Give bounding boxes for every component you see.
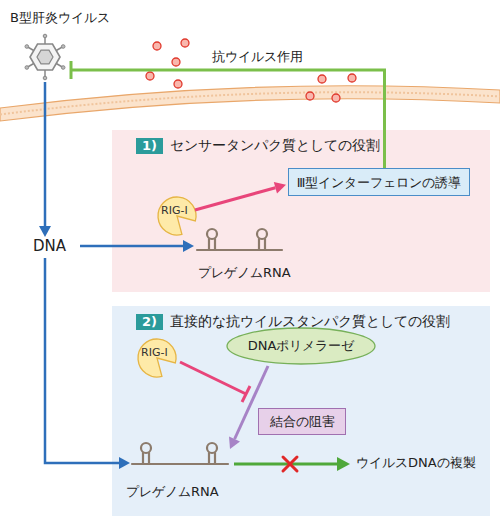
interferon-dot — [146, 72, 154, 80]
binding-arrow — [235, 366, 268, 439]
rna-stem — [143, 453, 149, 464]
inhibition-bar — [242, 386, 250, 402]
rna-loop — [207, 443, 217, 453]
inhibition-line — [180, 362, 246, 394]
virus-label: B型肝炎ウイルス — [10, 10, 110, 26]
rna-stem — [209, 453, 215, 464]
rig-i-protein: RIG-I — [137, 338, 177, 378]
enzyme-outline — [227, 328, 375, 364]
virus-core — [37, 50, 53, 64]
connector — [71, 61, 385, 168]
process-box: 結合の阻害 — [258, 408, 346, 435]
rig-i-body — [138, 339, 176, 377]
edge-label: 抗ウイルス作用 — [212, 49, 303, 65]
panel-title: センサータンパク質としての役割 — [170, 137, 380, 154]
box-label: 結合の阻害 — [270, 414, 335, 430]
virus-spike-tip — [25, 66, 29, 70]
virus-icon — [22, 34, 68, 80]
interferon-particles — [146, 39, 356, 102]
process-box: Ⅲ型インターフェロンの誘導 — [288, 168, 470, 196]
arrow-head — [183, 240, 194, 252]
pregenome-rna — [132, 443, 228, 464]
box-label: DNAポリメラーゼ — [248, 338, 355, 354]
interferon-dot — [306, 92, 314, 100]
rna-stem — [209, 239, 215, 250]
panel-number: 2) — [136, 314, 163, 330]
interferon-dot — [153, 42, 161, 50]
virus-capsid — [30, 44, 60, 70]
interferon-dot — [318, 75, 326, 83]
virus-spike-tip — [25, 45, 29, 49]
box-label: Ⅲ型インターフェロンの誘導 — [297, 175, 462, 190]
interferon-dot — [172, 58, 180, 66]
protein-label: RIG-I — [141, 346, 168, 359]
membrane-texture — [0, 92, 500, 114]
rna-stem — [259, 239, 265, 250]
pregenome-rna — [197, 229, 282, 250]
molecule-label: DNA — [33, 237, 66, 255]
rna-label: プレゲノムRNA — [198, 265, 291, 281]
rig-i-protein: RIG-I — [157, 196, 197, 236]
virus-spike-tip — [61, 66, 65, 70]
virus-spike-tip — [61, 45, 65, 49]
cross-line — [283, 457, 297, 471]
blocked-mark — [283, 457, 297, 471]
rna-loop — [257, 229, 267, 239]
interferon-dot — [174, 80, 182, 88]
interferon-dot — [348, 74, 356, 82]
cell-membrane — [0, 86, 500, 121]
rna-strand — [197, 249, 282, 251]
dna-pathway — [45, 82, 184, 463]
pathway-line — [80, 245, 184, 248]
arrow-head — [39, 226, 51, 237]
panel-header: 2) 直接的な抗ウイルスタンパク質としての役割 — [136, 313, 450, 330]
inhibition-bar — [70, 61, 73, 79]
interferon-dot — [181, 39, 189, 47]
arrow-head — [119, 457, 130, 469]
cross-line — [283, 457, 297, 471]
arrow-head — [337, 457, 350, 471]
arrow-head — [229, 437, 240, 450]
outcome-label: ウイルスDNAの複製 — [356, 455, 476, 471]
rna-label: プレゲノムRNA — [126, 484, 219, 500]
pathway-line — [44, 82, 47, 227]
panel-title: 直接的な抗ウイルスタンパク質としての役割 — [170, 313, 450, 330]
panel-number: 1) — [136, 138, 163, 154]
rna-loop — [141, 443, 151, 453]
rna-strand — [132, 463, 228, 465]
pathway-heads — [39, 226, 194, 469]
enzyme-ellipse: DNAポリメラーゼ — [226, 327, 376, 365]
arrow-head — [274, 182, 286, 194]
protein-label: RIG-I — [161, 204, 188, 217]
virus-spike-tip — [43, 34, 47, 38]
panel-header: 1) センサータンパク質としての役割 — [136, 137, 380, 154]
connector — [195, 182, 286, 210]
rna-loop — [207, 229, 217, 239]
panel-box: 1) センサータンパク質としての役割 Ⅲ型インターフェロンの誘導 RIG-I — [112, 130, 490, 292]
rig-i-body — [158, 197, 196, 235]
virus-spike-tip — [43, 76, 47, 80]
virus-particle: B型肝炎ウイルス — [22, 34, 68, 80]
interferon-dot — [332, 94, 340, 102]
connector-line — [71, 70, 385, 168]
pathway-line — [45, 258, 120, 463]
connector-line — [195, 188, 275, 210]
replication-arrow — [234, 463, 339, 466]
